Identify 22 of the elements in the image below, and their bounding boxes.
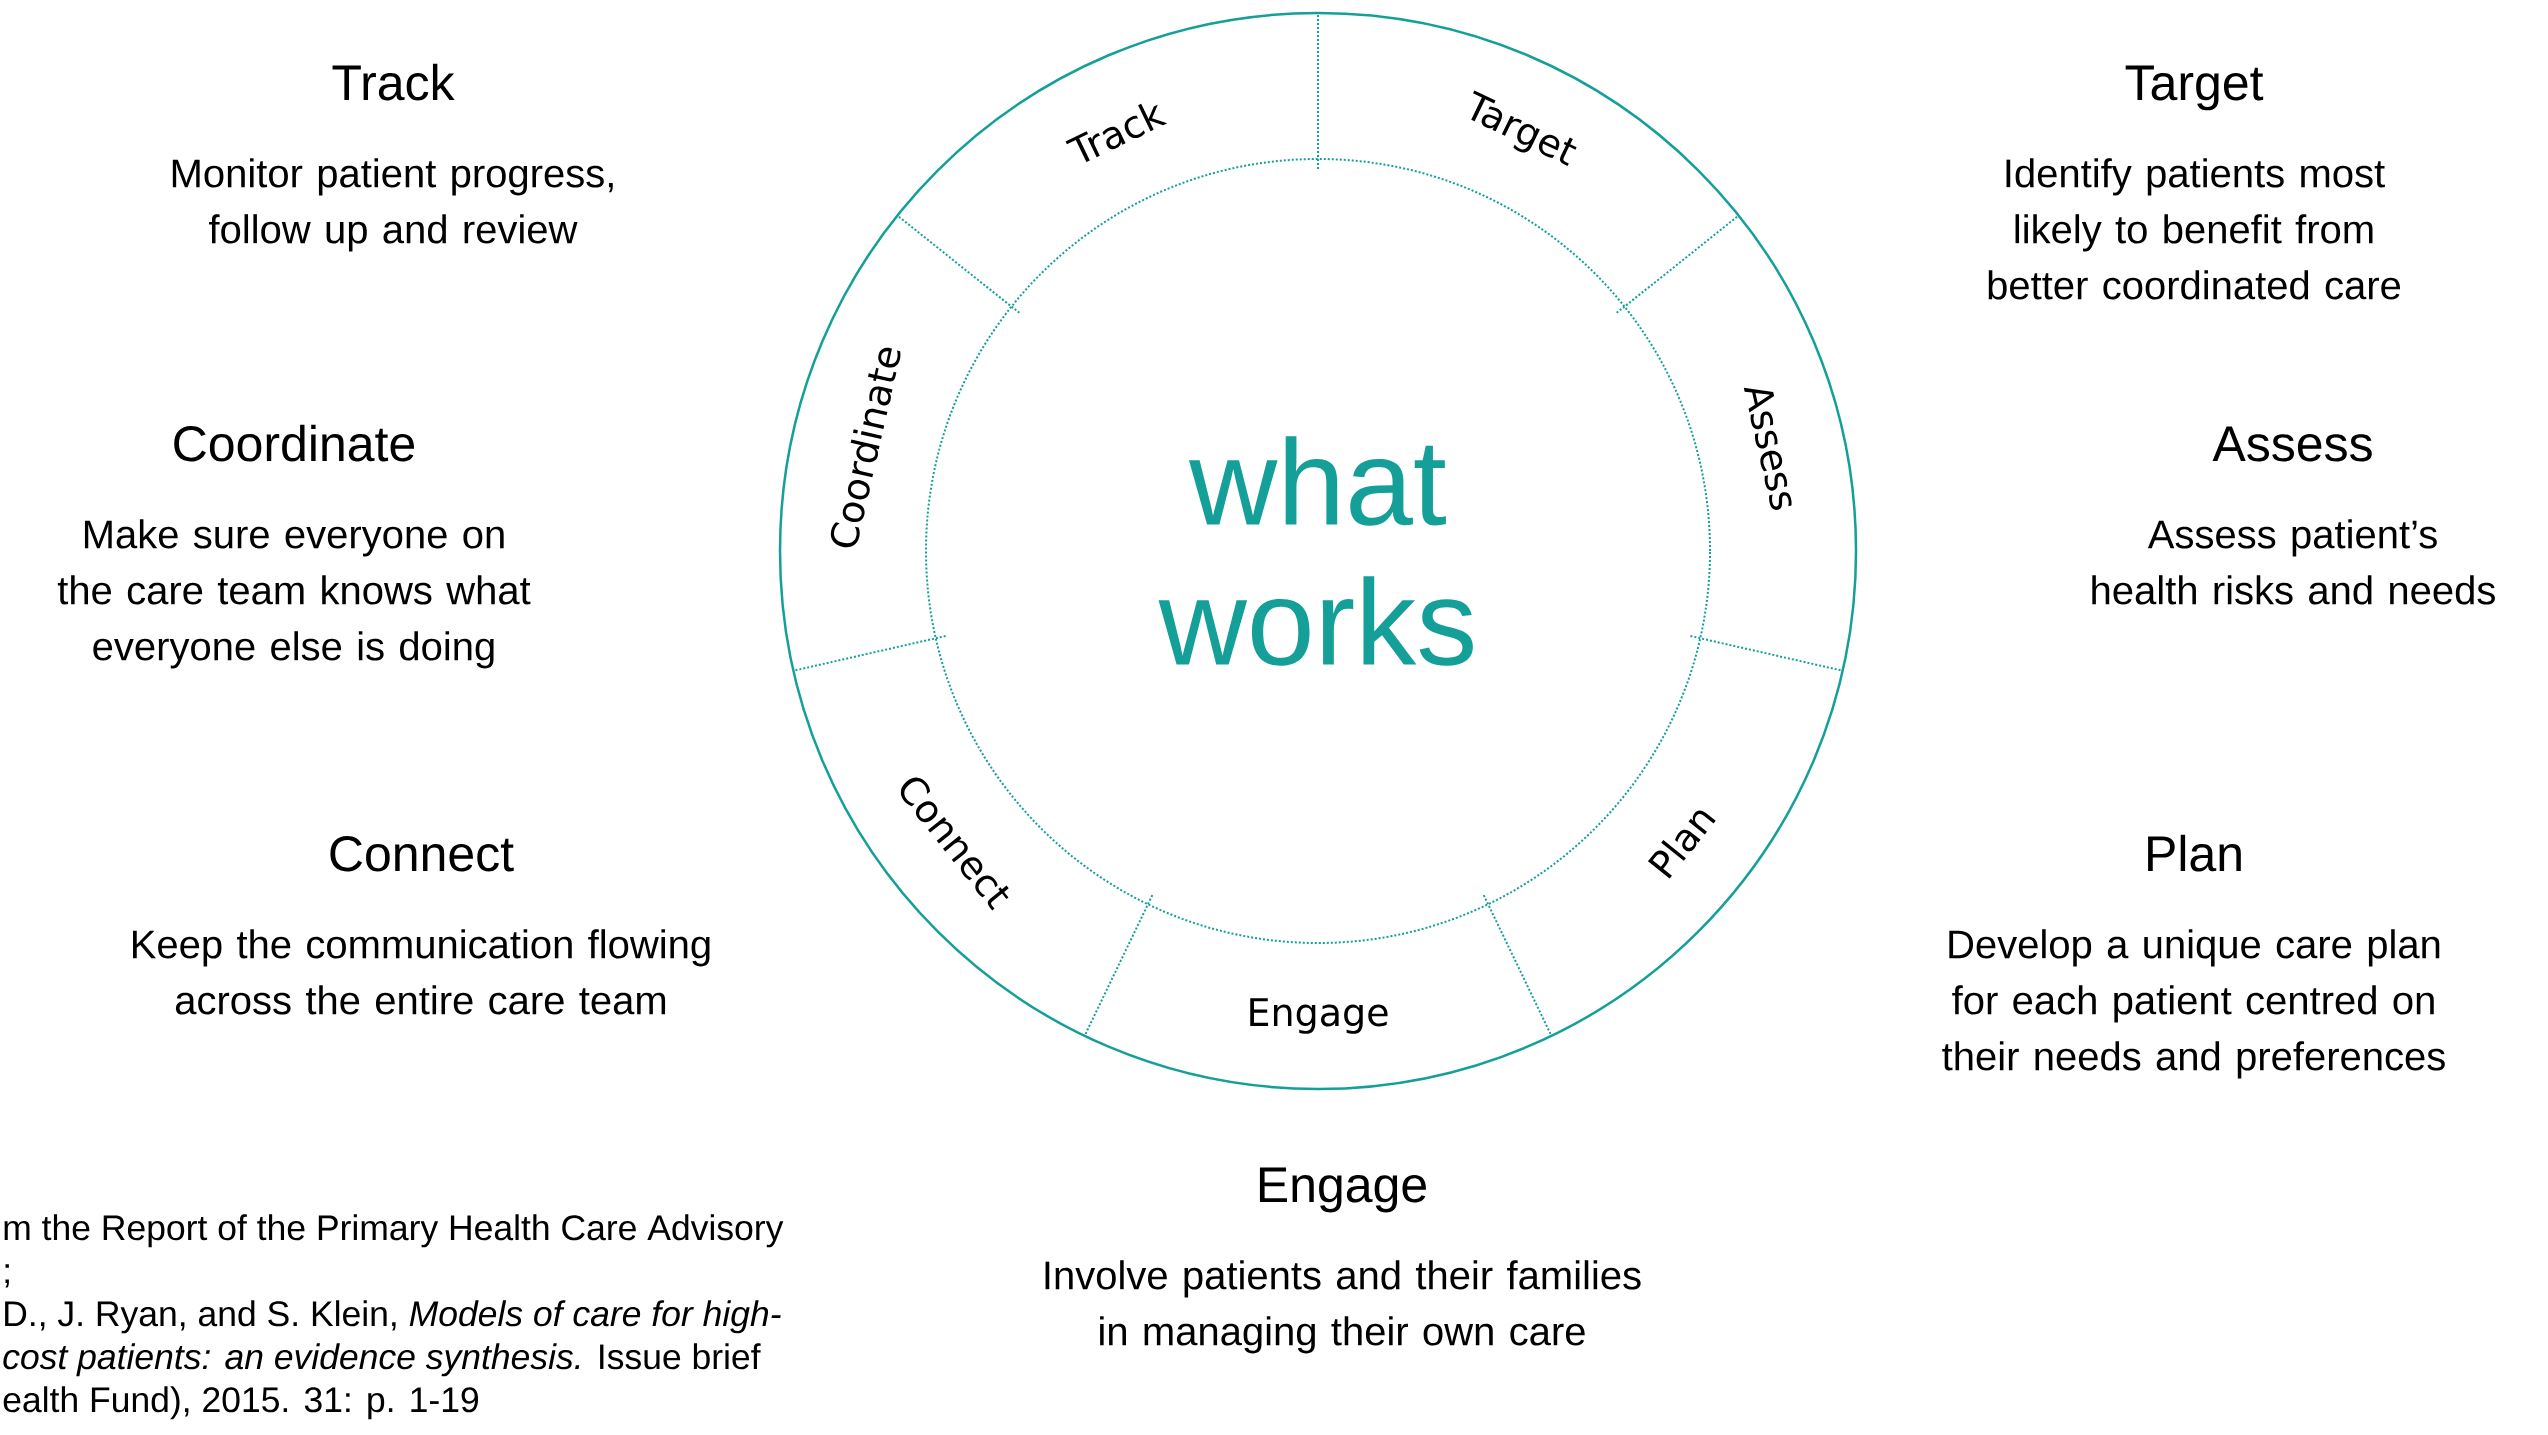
step-description: Develop a unique care plan for each patient centred on their needs and preferences	[1942, 929, 2445, 1079]
step-heading: Track	[332, 63, 455, 101]
step-description: Identify patients most likely to benefit from better coordinated care	[1988, 158, 2401, 300]
citation-text: ealth Fund), 2015. 31: p. 1-19	[3, 1386, 479, 1420]
citation-text: ;	[5, 1264, 9, 1288]
step-heading: Assess	[2212, 426, 2372, 462]
step-description: Involve patients and their families in managing their own care	[1045, 1260, 1641, 1354]
step-description: Make sure everyone on the care team knows what everyone else is doing	[57, 519, 531, 669]
step-heading: Plan	[2148, 834, 2241, 872]
step-heading: Connect	[330, 836, 514, 872]
step-heading: Engage	[1259, 1167, 1426, 1213]
step-description: Keep the communication flowing across the entire care team	[133, 929, 710, 1015]
step-description: Assess patient’s health risks and needs	[2092, 519, 2495, 605]
citation-text: D., J. Ryan, and S. Klein, Models of care for high-	[5, 1300, 781, 1334]
citation-text: cost patients: an evidence synthesis. Issue brief	[3, 1343, 761, 1377]
step-description: Monitor patient progress, follow up and review	[172, 158, 613, 252]
segment-label: Assess	[1743, 387, 1792, 510]
citation-text: m the Report of the Primary Health Care Advisory	[4, 1214, 784, 1248]
segment-label: Engage	[1250, 998, 1388, 1034]
segment-label: Track	[1065, 103, 1168, 163]
step-heading: Target	[2125, 65, 2264, 111]
step-heading: Coordinate	[174, 424, 415, 462]
